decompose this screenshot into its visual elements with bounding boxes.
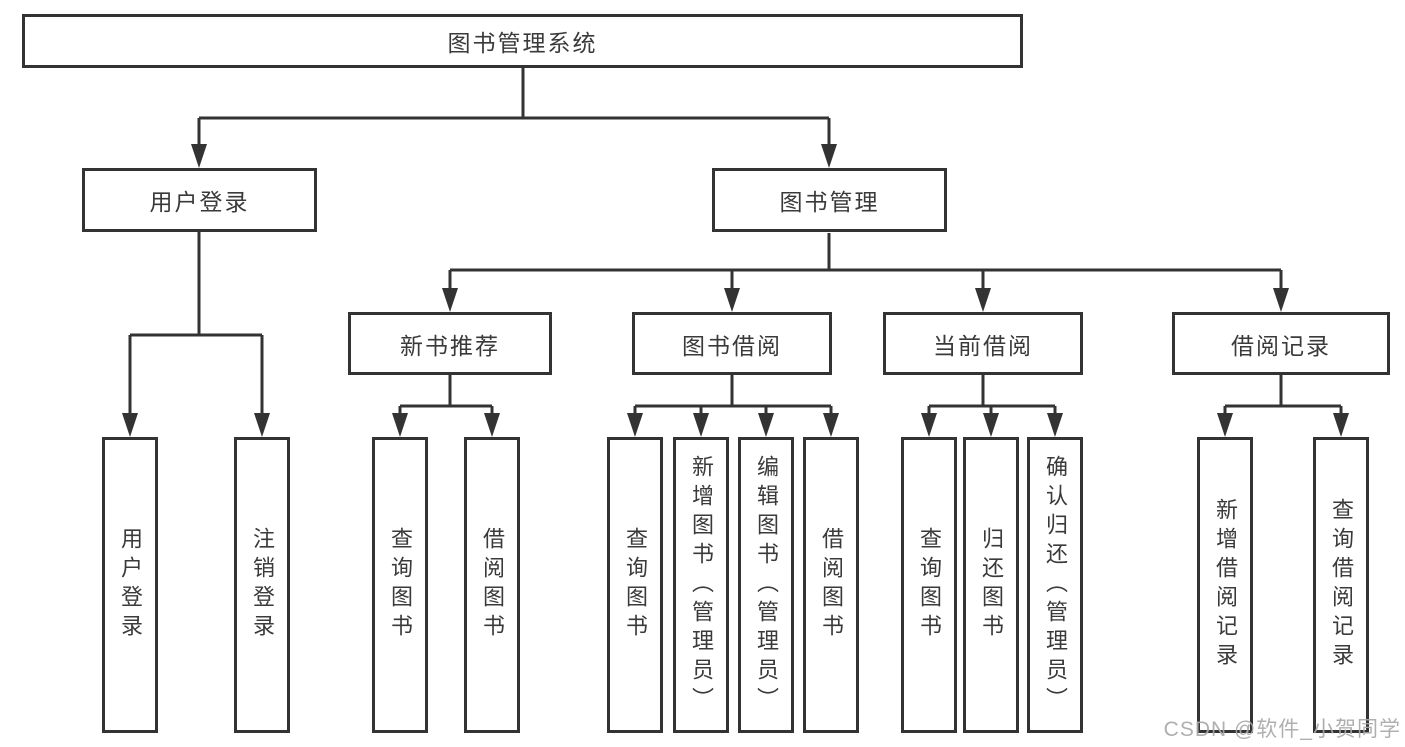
leaf-label: 借阅图书 bbox=[819, 527, 844, 643]
leaf-confirm-return-admin: 确认归还（管理员） bbox=[1027, 437, 1083, 733]
node-label: 图书借阅 bbox=[682, 332, 782, 359]
node-label: 用户登录 bbox=[149, 189, 250, 215]
leaf-query-books-current: 查询图书 bbox=[901, 437, 957, 733]
leaf-label: 注销登录 bbox=[250, 527, 275, 643]
leaf-label: 查询图书 bbox=[388, 527, 413, 643]
node-user-login: 用户登录 bbox=[82, 168, 317, 232]
node-current-borrowing: 当前借阅 bbox=[883, 312, 1083, 375]
node-label: 图书管理 bbox=[779, 189, 880, 215]
csdn-watermark: CSDN @软件_小贺同学 bbox=[1163, 718, 1401, 741]
node-label: 图书管理系统 bbox=[447, 30, 598, 56]
node-new-book-recommend: 新书推荐 bbox=[348, 312, 552, 375]
leaf-user-login: 用户登录 bbox=[102, 437, 158, 733]
leaf-label: 查询图书 bbox=[917, 527, 942, 643]
node-label: 借阅记录 bbox=[1231, 332, 1331, 359]
leaf-add-borrow-record: 新增借阅记录 bbox=[1197, 437, 1253, 733]
leaf-label: 新增借阅记录 bbox=[1213, 498, 1238, 672]
node-library-management-system: 图书管理系统 bbox=[22, 14, 1023, 68]
node-borrowing-records: 借阅记录 bbox=[1172, 312, 1390, 375]
leaf-borrow-books-recommend: 借阅图书 bbox=[464, 437, 520, 733]
leaf-return-books: 归还图书 bbox=[963, 437, 1019, 733]
node-label: 新书推荐 bbox=[400, 332, 500, 359]
leaf-label: 查询借阅记录 bbox=[1329, 498, 1354, 672]
leaf-label: 新增图书（管理员） bbox=[689, 454, 714, 716]
leaf-label: 用户登录 bbox=[118, 527, 143, 643]
leaf-query-books-recommend: 查询图书 bbox=[372, 437, 428, 733]
leaf-label: 确认归还（管理员） bbox=[1043, 454, 1068, 716]
node-book-borrowing: 图书借阅 bbox=[632, 312, 832, 375]
node-book-management: 图书管理 bbox=[712, 168, 947, 232]
leaf-label: 编辑图书（管理员） bbox=[754, 454, 779, 716]
leaf-add-book-admin: 新增图书（管理员） bbox=[673, 437, 729, 733]
leaf-edit-book-admin: 编辑图书（管理员） bbox=[738, 437, 794, 733]
leaf-label: 借阅图书 bbox=[480, 527, 505, 643]
leaf-borrow-books-borrowing: 借阅图书 bbox=[803, 437, 859, 733]
leaf-label: 归还图书 bbox=[979, 527, 1004, 643]
node-label: 当前借阅 bbox=[933, 332, 1033, 359]
leaf-label: 查询图书 bbox=[623, 527, 648, 643]
leaf-query-borrow-record: 查询借阅记录 bbox=[1313, 437, 1369, 733]
leaf-logout: 注销登录 bbox=[234, 437, 290, 733]
leaf-query-books-borrowing: 查询图书 bbox=[607, 437, 663, 733]
